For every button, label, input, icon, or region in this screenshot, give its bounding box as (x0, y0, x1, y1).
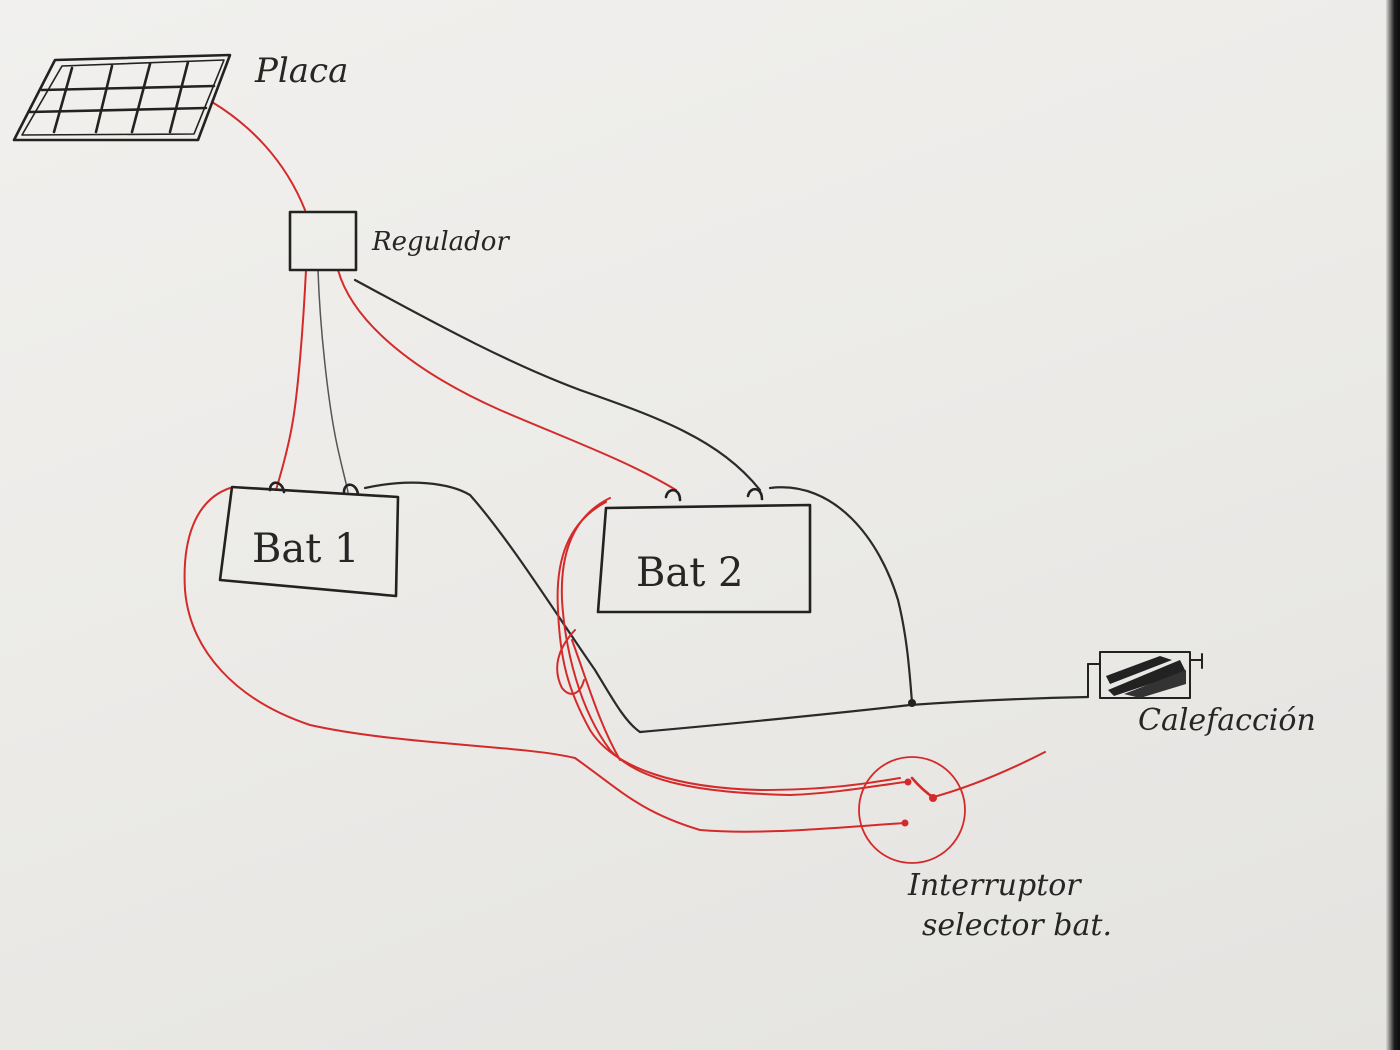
switch-contact-bat2 (904, 778, 912, 786)
battery-2-label: Bat 2 (636, 550, 743, 596)
battery-2-positive-terminal (664, 488, 682, 502)
wire-regulator-to-bat1-red (275, 269, 307, 491)
switch-contact-bat1 (901, 819, 909, 827)
battery-2-box (596, 503, 812, 614)
battery-1-positive-terminal (268, 481, 286, 494)
solar-panel-icon (12, 53, 232, 142)
wire-bus-to-heater (638, 695, 1090, 734)
wire-bat2-to-switch (560, 497, 906, 796)
wire-bat2-to-switch-stroke4 (571, 639, 621, 761)
panel-label: Placa (254, 51, 348, 91)
switch-label-line1: Interruptor (907, 868, 1082, 903)
switch-pivot (929, 794, 937, 802)
regulator-box (288, 210, 358, 272)
wire-panel-to-regulator (211, 101, 306, 211)
bus-junction-dot (908, 699, 916, 707)
wire-bat1-to-bus (363, 481, 642, 734)
wire-regulator-to-bat2-black (353, 278, 762, 492)
battery-1-negative-terminal (342, 483, 360, 496)
selector-switch-icon (858, 756, 966, 864)
wire-bat1-to-switch (183, 487, 906, 833)
battery-1: Bat 1 (218, 481, 400, 598)
wire-bat2-to-switch-stroke3 (556, 629, 585, 695)
heater-label: Calefacción (1138, 703, 1316, 738)
switch-outline (858, 756, 966, 864)
wire-bat2-to-switch-stroke2 (556, 501, 901, 791)
battery-2-negative-terminal (746, 487, 764, 501)
switch-label-line2: selector bat. (922, 908, 1112, 943)
battery-1-box (218, 485, 400, 598)
wire-switch-output (929, 751, 1046, 799)
battery-1-label: Bat 1 (252, 526, 359, 572)
battery-2: Bat 2 (596, 487, 812, 614)
wire-regulator-to-bat1-black (317, 269, 349, 493)
sheet-edge (1386, 0, 1400, 1050)
heater-icon (1087, 651, 1203, 699)
wire-regulator-to-bat2-red (337, 269, 677, 491)
regulator-label: Regulador (371, 227, 510, 257)
wire-bat2-to-bus (768, 486, 914, 704)
